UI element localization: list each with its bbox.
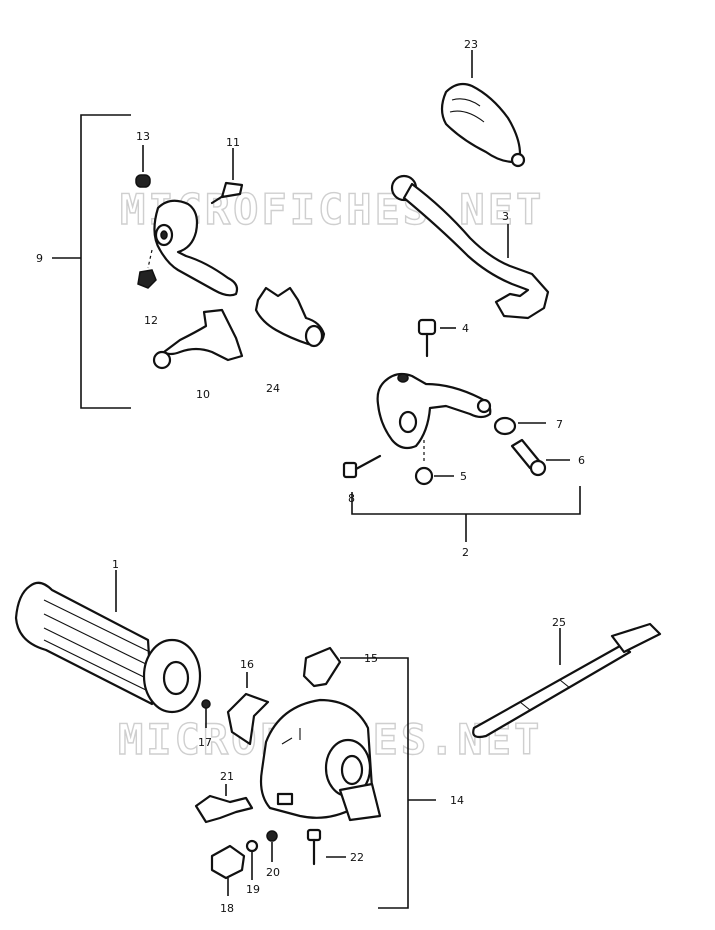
label-8: 8 [348,492,355,505]
label-11: 11 [226,136,240,149]
label-25: 25 [552,616,566,629]
part-6-pivot-bolt [510,438,570,477]
part-12-nut [137,269,157,289]
part-4-bolt [417,318,456,358]
label-22: 22 [350,851,364,864]
part-20-spring [266,830,278,862]
label-10: 10 [196,388,210,401]
label-12: 12 [144,314,158,327]
label-17: 17 [198,736,212,749]
part-23-boot [440,50,526,168]
label-13: 13 [136,130,150,143]
part-24-cover [254,286,326,348]
label-4: 4 [462,322,469,335]
label-21: 21 [220,770,234,783]
part-3-lever [390,174,550,320]
label-20: 20 [266,866,280,879]
bracket-14 [360,657,436,909]
part-2-lever-holder [376,372,492,462]
label-23: 23 [464,38,478,51]
bracket-9 [52,114,131,409]
label-9: 9 [36,252,43,265]
part-10-lever [152,308,244,370]
label-6: 6 [578,454,585,467]
label-2: 2 [462,546,469,559]
part-5-nut [414,466,454,486]
label-14: 14 [450,794,464,807]
part-15-button-cover [302,646,360,688]
label-18: 18 [220,902,234,915]
label-7: 7 [556,418,563,431]
part-11-screw [210,148,244,205]
part-19-ball [245,839,259,880]
label-3: 3 [502,210,509,223]
label-1: 1 [112,558,119,571]
label-16: 16 [240,658,254,671]
label-5: 5 [460,470,467,483]
part-21-clip [194,784,254,824]
part-22-bolt [306,828,346,866]
part-8-bolt [342,454,382,479]
label-15: 15 [364,652,378,665]
part-16-plate [226,672,270,746]
bracket-2 [351,486,581,542]
part-17-screw [201,699,211,728]
part-7-washer [493,416,546,436]
label-19: 19 [246,883,260,896]
part-1-grip [14,570,202,714]
part-9-lever-holder [147,199,239,297]
part-13-bolt [135,145,151,188]
part-18-knob [210,844,246,896]
part-14-switch-housing [259,698,382,822]
part-25-strap [472,622,662,739]
label-24: 24 [266,382,280,395]
